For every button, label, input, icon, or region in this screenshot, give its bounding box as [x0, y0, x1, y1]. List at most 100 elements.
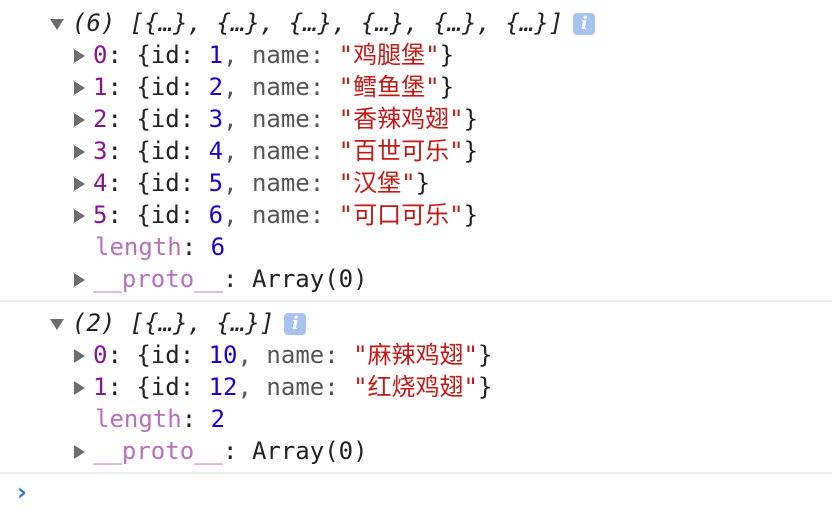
array-summary[interactable]: (6) [{…}, {…}, {…}, {…}, {…}, {…}] i [50, 7, 596, 39]
item-index: 2 [93, 105, 108, 133]
collapse-triangle-icon[interactable] [74, 381, 85, 395]
collapse-triangle-icon[interactable] [74, 145, 85, 159]
length-property: length: 2 [95, 403, 225, 435]
array-summary[interactable]: (2) [{…}, {…}] i [50, 307, 307, 339]
colon: : [181, 405, 211, 433]
colon: : [107, 105, 137, 133]
expand-triangle-icon[interactable] [50, 318, 64, 330]
item-name: "可口可乐" [338, 201, 464, 229]
divider [0, 300, 832, 302]
item-id: 12 [208, 373, 238, 401]
item-index: 1 [93, 373, 108, 401]
item-id: 1 [208, 41, 224, 69]
id-key: {id: [136, 373, 209, 401]
id-key: {id: [136, 137, 209, 165]
length-key: length [95, 233, 182, 261]
colon: : [107, 41, 137, 69]
collapse-triangle-icon[interactable] [74, 209, 85, 223]
collapse-triangle-icon[interactable] [74, 273, 85, 287]
id-key: {id: [136, 201, 209, 229]
colon: : [107, 341, 137, 369]
array-item[interactable]: 3: {id: 4, name: "百世可乐"} [74, 135, 478, 167]
proto-key: __proto__ [93, 437, 224, 465]
close-brace: } [463, 201, 479, 229]
item-index: 0 [93, 341, 108, 369]
item-id: 4 [208, 137, 224, 165]
close-brace: } [463, 105, 479, 133]
collapse-triangle-icon[interactable] [74, 81, 85, 95]
array-item[interactable]: 2: {id: 3, name: "香辣鸡翅"} [74, 103, 478, 135]
colon: : [107, 137, 137, 165]
item-name: "汉堡" [338, 169, 416, 197]
item-index: 3 [93, 137, 108, 165]
colon: : [107, 73, 137, 101]
id-key: {id: [136, 105, 209, 133]
array-item[interactable]: 4: {id: 5, name: "汉堡"} [74, 167, 430, 199]
item-index: 5 [93, 201, 108, 229]
item-name: "百世可乐" [338, 137, 464, 165]
item-id: 2 [208, 73, 224, 101]
collapse-triangle-icon[interactable] [74, 113, 85, 127]
close-brace: } [463, 137, 479, 165]
colon: : [223, 437, 252, 465]
item-name: "鳕鱼堡" [338, 73, 440, 101]
console-prompt[interactable]: › [17, 478, 27, 506]
colon: : [223, 265, 252, 293]
item-name: "红烧鸡翅" [353, 373, 479, 401]
id-key: {id: [136, 41, 209, 69]
divider [0, 472, 832, 474]
proto-property[interactable]: __proto__: Array(0) [74, 435, 368, 467]
item-index: 1 [93, 73, 108, 101]
item-id: 6 [208, 201, 224, 229]
array-item[interactable]: 0: {id: 1, name: "鸡腿堡"} [74, 39, 454, 71]
collapse-triangle-icon[interactable] [74, 349, 85, 363]
close-brace: } [478, 373, 493, 401]
close-brace: } [478, 341, 493, 369]
name-key: , name: [223, 105, 339, 133]
length-property: length: 6 [95, 231, 225, 263]
collapse-triangle-icon[interactable] [74, 177, 85, 191]
info-icon[interactable]: i [573, 13, 596, 35]
close-brace: } [439, 73, 455, 101]
id-key: {id: [136, 169, 209, 197]
array-item[interactable]: 1: {id: 2, name: "鳕鱼堡"} [74, 71, 454, 103]
colon: : [181, 233, 211, 261]
colon: : [107, 169, 137, 197]
item-name: "鸡腿堡" [338, 41, 440, 69]
proto-key: __proto__ [93, 265, 224, 293]
colon: : [107, 373, 137, 401]
collapse-triangle-icon[interactable] [74, 445, 85, 459]
info-icon[interactable]: i [284, 313, 307, 335]
proto-value: Array(0) [251, 265, 368, 293]
id-key: {id: [136, 73, 209, 101]
name-key: , name: [237, 341, 354, 369]
array-item[interactable]: 0: {id: 10, name: "麻辣鸡翅"} [74, 339, 492, 371]
length-value: 2 [210, 405, 226, 433]
collapse-triangle-icon[interactable] [74, 49, 85, 63]
colon: : [107, 201, 137, 229]
name-key: , name: [223, 41, 339, 69]
length-value: 6 [210, 233, 226, 261]
name-key: , name: [223, 137, 339, 165]
id-key: {id: [136, 341, 209, 369]
item-name: "香辣鸡翅" [338, 105, 464, 133]
name-key: , name: [223, 169, 339, 197]
name-key: , name: [223, 201, 339, 229]
proto-property[interactable]: __proto__: Array(0) [74, 263, 368, 295]
name-key: , name: [237, 373, 354, 401]
array-preview: (2) [{…}, {…}] [72, 309, 275, 337]
proto-value: Array(0) [251, 437, 368, 465]
close-brace: } [439, 41, 455, 69]
close-brace: } [415, 169, 431, 197]
array-item[interactable]: 5: {id: 6, name: "可口可乐"} [74, 199, 478, 231]
item-name: "麻辣鸡翅" [353, 341, 479, 369]
expand-triangle-icon[interactable] [50, 18, 64, 30]
array-item[interactable]: 1: {id: 12, name: "红烧鸡翅"} [74, 371, 492, 403]
item-id: 10 [208, 341, 238, 369]
length-key: length [95, 405, 182, 433]
name-key: , name: [223, 73, 339, 101]
item-id: 5 [208, 169, 224, 197]
item-id: 3 [208, 105, 224, 133]
array-preview: (6) [{…}, {…}, {…}, {…}, {…}, {…}] [72, 9, 564, 37]
item-index: 0 [93, 41, 108, 69]
